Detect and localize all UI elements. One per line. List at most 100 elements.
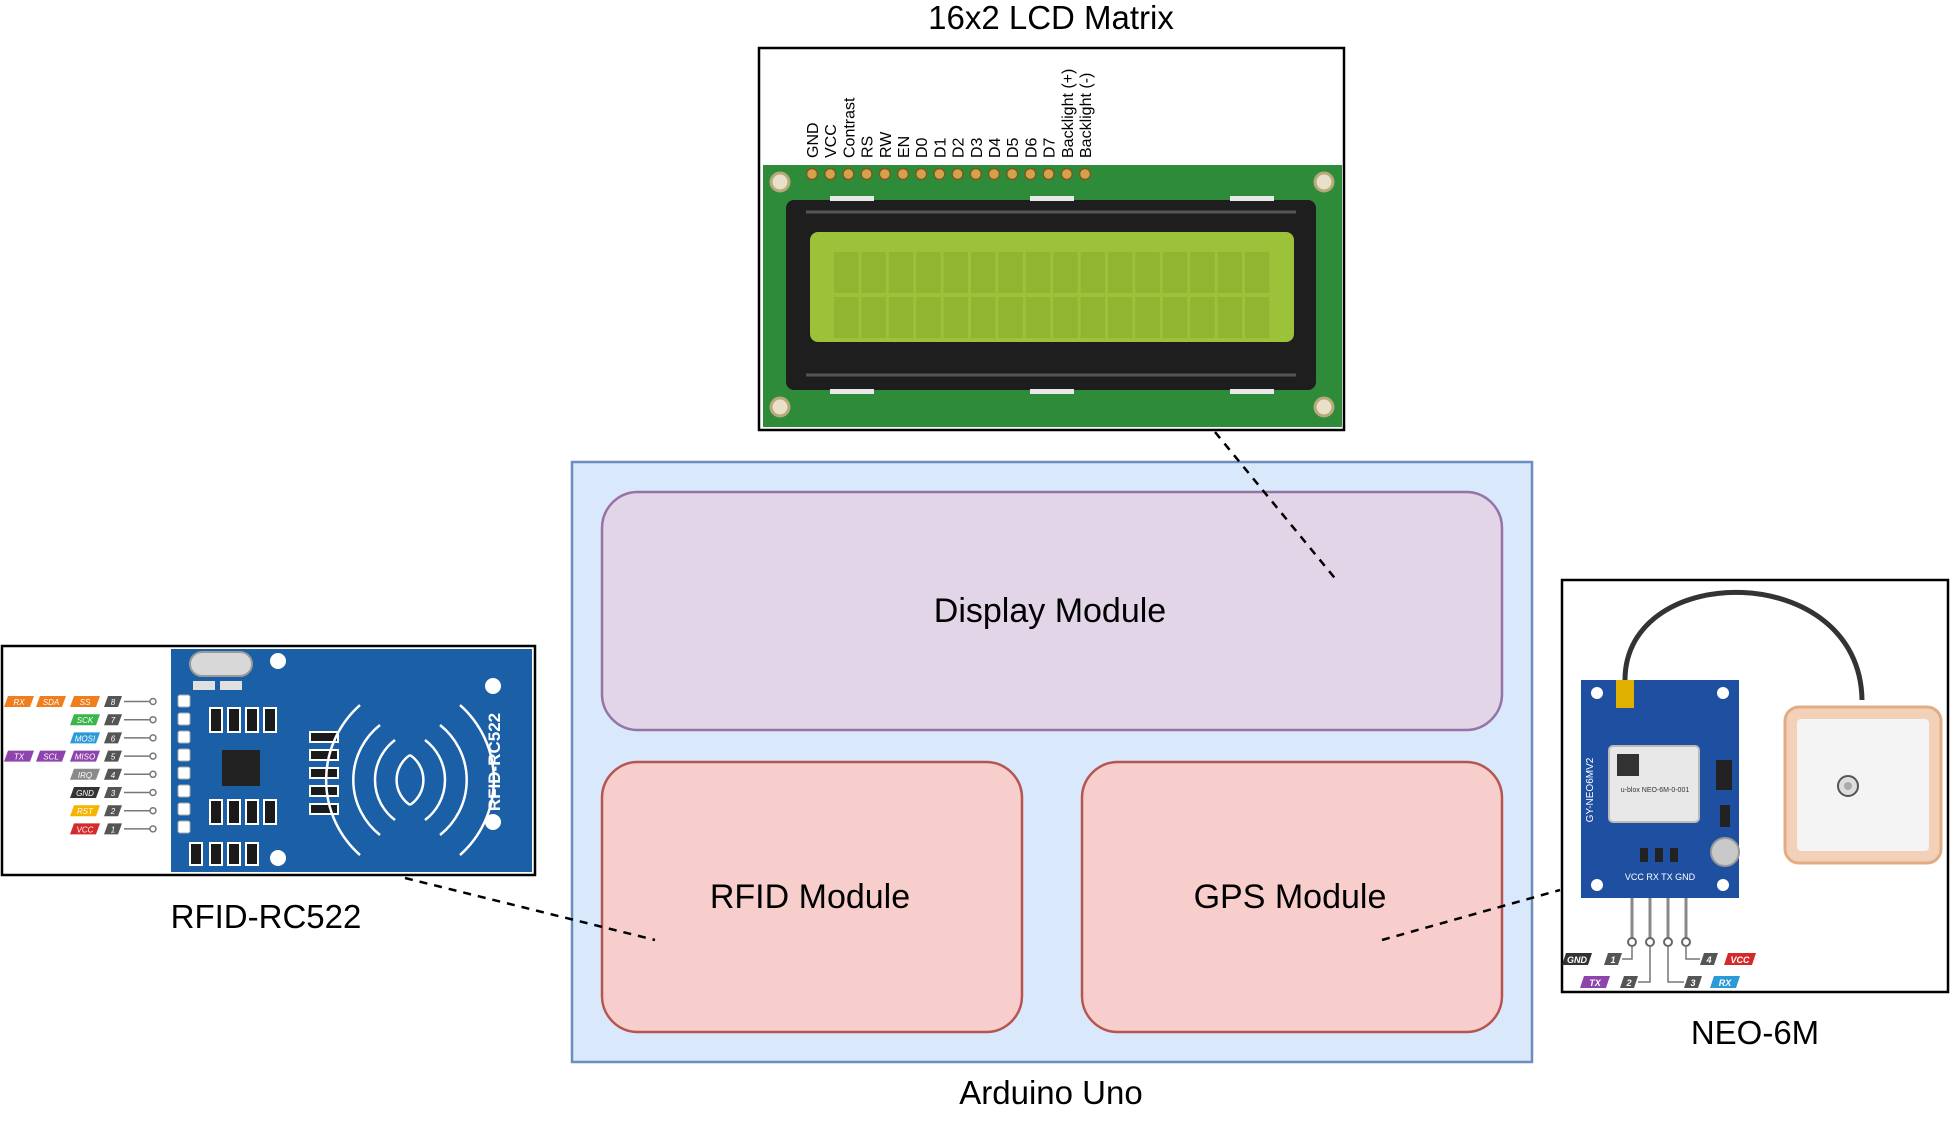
rfid-connector-line bbox=[404, 876, 656, 942]
rfid-header-hole bbox=[177, 730, 191, 744]
rfid-board-text: RFID-RC522 bbox=[485, 713, 504, 811]
lcd-pin-hole bbox=[823, 167, 837, 181]
rfid-pin-dot bbox=[149, 697, 157, 706]
lcd-bezel-clip-top bbox=[830, 196, 874, 201]
rfid-pin-number: 7 bbox=[111, 716, 116, 725]
gps-board-text: GY-NEO6MV2 bbox=[1585, 757, 1596, 822]
rfid-pin-tag-label: SDA bbox=[43, 698, 59, 707]
lcd-char-cell bbox=[1217, 297, 1242, 338]
gps-chip-text: u-blox NEO-6M-0-001 bbox=[1621, 787, 1690, 794]
lcd-char-cell bbox=[1025, 252, 1051, 293]
lcd-pin-label: D2 bbox=[951, 137, 968, 158]
rfid-header-hole bbox=[177, 712, 191, 726]
gps-header-pins bbox=[1630, 898, 1688, 942]
lcd-pin-label: D0 bbox=[914, 137, 931, 158]
gps-pin-tag-label: RX bbox=[1719, 978, 1732, 988]
rfid-pin-tag bbox=[70, 823, 100, 835]
rfid-pin-tag bbox=[70, 787, 100, 798]
gps-antenna-cable bbox=[1622, 589, 1865, 701]
rfid-header-hole bbox=[177, 820, 191, 834]
lcd-char-cell bbox=[943, 252, 968, 293]
lcd-pin-hole bbox=[896, 167, 910, 181]
lcd-char-cell bbox=[1135, 297, 1160, 338]
gps-mounting-holes bbox=[1591, 687, 1729, 891]
rfid-header-hole bbox=[177, 802, 191, 816]
lcd-pin-hole bbox=[1005, 167, 1019, 181]
gps-pin-lead bbox=[1622, 946, 1633, 960]
lcd-pin-label: D5 bbox=[1005, 137, 1022, 158]
lcd-char-cell bbox=[1245, 297, 1270, 338]
rfid-pin-dot bbox=[149, 806, 157, 815]
lcd-char-cell bbox=[1162, 297, 1188, 338]
rfid-pin-number-tag bbox=[104, 750, 122, 762]
lcd-char-cell bbox=[1053, 252, 1078, 293]
lcd-pin-hole bbox=[987, 167, 1001, 181]
gps-pin-number-tag-label: 2 bbox=[1625, 978, 1631, 988]
lcd-char-cell bbox=[1245, 252, 1270, 293]
rfid-pin-number-tag bbox=[104, 805, 122, 817]
lcd-pin-hole bbox=[860, 167, 873, 181]
rfid-pin-tag-label: RST bbox=[77, 807, 94, 816]
rfid-module-label: RFID Module bbox=[710, 878, 910, 916]
lcd-pin-hole bbox=[933, 167, 946, 181]
rfid-pin-tag-label: SS bbox=[80, 698, 91, 707]
rfid-pin-number-tag bbox=[104, 714, 122, 726]
lcd-char-cell bbox=[943, 297, 968, 338]
neo-6m-image: u-blox NEO-6M-0-001 GY-NEO6MV2 VCC RX TX… bbox=[1560, 578, 1950, 994]
display-module-label: Display Module bbox=[934, 592, 1166, 630]
gps-ufl-connector bbox=[1616, 680, 1634, 708]
gps-header-text: VCC RX TX GND bbox=[1625, 872, 1696, 882]
gps-pin-lead bbox=[1667, 946, 1684, 983]
lcd-character-grid bbox=[834, 252, 1270, 338]
rfid-header-hole bbox=[177, 748, 191, 762]
lcd-char-cell bbox=[834, 297, 859, 338]
lcd-char-cell bbox=[1108, 252, 1133, 293]
rfid-pin-tag bbox=[70, 750, 100, 762]
gps-module-box bbox=[1080, 760, 1504, 1034]
rfid-pin-dot bbox=[149, 715, 157, 724]
rfid-pin-number-tag bbox=[104, 696, 122, 707]
rfid-pin-dot bbox=[149, 734, 157, 742]
lcd-char-cell bbox=[861, 297, 886, 338]
rfid-pin-tag bbox=[70, 714, 100, 726]
gps-pin-tag bbox=[1580, 976, 1610, 988]
rfid-pin-tag-label: GND bbox=[76, 789, 94, 798]
lcd-pin-hole bbox=[805, 167, 819, 181]
lcd-pin-hole bbox=[878, 167, 892, 181]
rfid-pin-dot bbox=[149, 752, 157, 760]
rfid-pin-tag bbox=[36, 750, 66, 762]
display-module-box bbox=[600, 490, 1504, 732]
lcd-pin-hole bbox=[1024, 167, 1037, 181]
rfid-header-holes bbox=[177, 694, 191, 834]
lcd-char-cell bbox=[998, 252, 1023, 293]
rfid-pin-dot bbox=[149, 770, 157, 779]
rfid-pin-tag bbox=[4, 750, 34, 762]
rfid-components bbox=[189, 707, 339, 866]
rfid-pin-dot bbox=[149, 825, 157, 833]
lcd-pin-label: D1 bbox=[932, 137, 949, 158]
gps-pin-number-tag-label: 4 bbox=[1705, 955, 1711, 965]
lcd-pin-hole bbox=[914, 167, 928, 181]
lcd-pin-label: EN bbox=[896, 136, 913, 158]
rfid-pin-tag-label: SCL bbox=[43, 753, 59, 762]
lcd-char-cell bbox=[971, 252, 996, 293]
rfid-crystal bbox=[189, 651, 253, 677]
gps-pin-tag bbox=[1562, 953, 1592, 965]
lcd-pin-hole bbox=[969, 167, 983, 181]
gps-pin-number-tag bbox=[1604, 953, 1622, 965]
gps-pin-number-tag bbox=[1620, 976, 1638, 988]
rfid-pin-tag-label: TX bbox=[14, 753, 25, 762]
lcd-char-cell bbox=[998, 297, 1023, 338]
lcd-connector-line bbox=[1214, 431, 1339, 583]
rfid-pin-tag bbox=[70, 696, 100, 707]
lcd-char-cell bbox=[1108, 297, 1133, 338]
lcd-char-cell bbox=[834, 252, 859, 293]
lcd-char-cell bbox=[1190, 297, 1215, 338]
gps-label: NEO-6M bbox=[1691, 1014, 1819, 1051]
lcd-pin-label: D3 bbox=[969, 137, 986, 158]
